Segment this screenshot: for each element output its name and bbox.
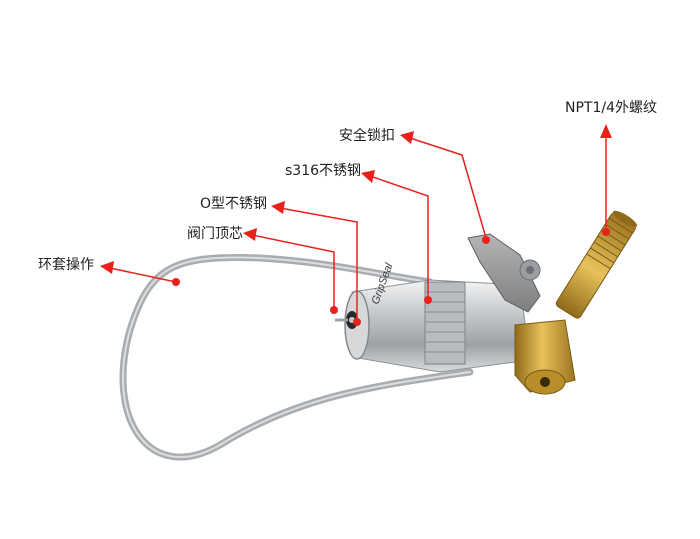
callout-arrow-npt: [600, 124, 612, 138]
callout-arrow-lock: [400, 131, 414, 144]
callout-dot-lock: [482, 236, 490, 244]
callout-arrow-oring: [271, 201, 285, 214]
callout-line-lock: [409, 137, 487, 239]
steel-body: [335, 279, 531, 373]
callout-label-ring: 环套操作: [38, 257, 94, 273]
callout-dot-s316: [424, 296, 432, 304]
callout-line-valve: [251, 234, 335, 310]
safety-lock-handle: [467, 233, 541, 313]
callout-label-s316: s316不锈钢: [285, 163, 362, 179]
callout-lines: [100, 124, 612, 322]
callout-label-lock: 安全锁扣: [339, 128, 395, 144]
callout-label-npt: NPT1/4外螺纹: [565, 100, 657, 116]
callout-line-s316: [369, 175, 429, 300]
callout-line-oring: [279, 207, 358, 322]
callout-dot-valve: [330, 306, 338, 314]
callout-dot-npt: [602, 228, 610, 236]
callout-arrow-s316: [361, 170, 375, 183]
callout-label-oring: O型不锈钢: [200, 196, 268, 212]
callout-dot-oring: [353, 318, 361, 326]
callout-arrow-valve: [243, 228, 257, 241]
brass-fitting: [514, 210, 638, 395]
callout-label-valve: 阀门顶芯: [187, 226, 243, 242]
callout-dots: [172, 228, 610, 326]
callout-line-ring: [109, 267, 177, 283]
callout-dot-ring: [172, 278, 180, 286]
callout-arrow-ring: [100, 261, 114, 274]
